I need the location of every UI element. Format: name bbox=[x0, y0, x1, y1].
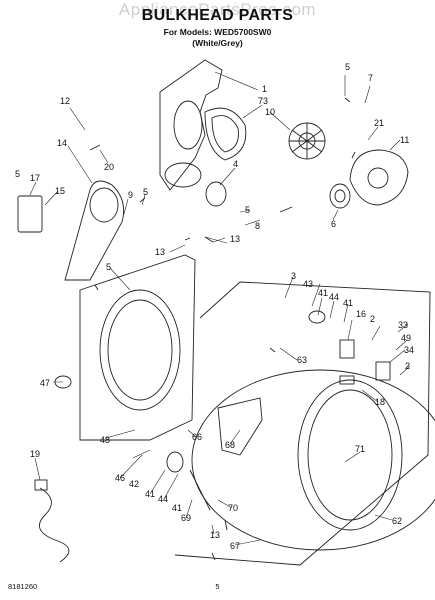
felt-seal bbox=[204, 107, 247, 161]
callout-46: 46 bbox=[115, 473, 125, 483]
cabinet-outline bbox=[174, 281, 431, 566]
roller bbox=[308, 310, 326, 324]
door-switch bbox=[339, 339, 355, 359]
callout-33: 33 bbox=[398, 320, 408, 330]
callout-13c: 13 bbox=[210, 530, 220, 540]
callout-62: 62 bbox=[392, 516, 402, 526]
callout-18: 18 bbox=[375, 397, 385, 407]
callout-67: 67 bbox=[230, 541, 240, 551]
drum bbox=[191, 369, 435, 551]
drum-baffle bbox=[217, 397, 263, 456]
callout-44b: 44 bbox=[158, 494, 168, 504]
thermal-fuse bbox=[17, 195, 43, 233]
doc-number: 8181260 bbox=[8, 582, 38, 591]
callout-69: 69 bbox=[181, 513, 191, 523]
callout-13: 13 bbox=[155, 247, 165, 257]
diagram-artwork bbox=[17, 59, 435, 566]
callout-41c: 41 bbox=[145, 489, 155, 499]
callout-43: 43 bbox=[303, 279, 313, 289]
callout-11: 11 bbox=[400, 135, 409, 145]
callout-3: 3 bbox=[291, 271, 296, 281]
callout-34: 34 bbox=[404, 345, 414, 355]
front-panel-opening bbox=[99, 289, 181, 411]
models-line: For Models: WED5700SW0 bbox=[163, 27, 272, 37]
exhaust-duct bbox=[64, 180, 125, 281]
callout-41d: 41 bbox=[172, 503, 182, 513]
callout-63: 63 bbox=[297, 355, 307, 365]
callout-73: 73 bbox=[258, 96, 268, 106]
callout-21: 21 bbox=[374, 118, 384, 128]
callout-5c: 5 bbox=[143, 187, 148, 197]
callout-8: 8 bbox=[255, 221, 260, 231]
callout-5: 5 bbox=[345, 62, 350, 72]
callout-6: 6 bbox=[331, 219, 336, 229]
callout-20: 20 bbox=[104, 162, 114, 172]
front-panel bbox=[79, 254, 196, 441]
tensioner bbox=[189, 469, 211, 511]
callout-2b: 2 bbox=[405, 361, 410, 371]
callout-2: 2 bbox=[370, 314, 375, 324]
power-cord bbox=[38, 487, 70, 563]
drum-opening bbox=[297, 379, 403, 531]
page-number: 5 bbox=[215, 582, 220, 591]
callout-41: 41 bbox=[318, 288, 328, 298]
callout-44: 44 bbox=[329, 292, 339, 302]
callout-66: 66 bbox=[192, 432, 202, 442]
callout-49: 49 bbox=[401, 333, 411, 343]
leader-lines bbox=[29, 71, 411, 546]
blower-seal bbox=[329, 183, 351, 209]
callout-labels: 1 73 10 5 7 21 11 12 20 14 17 5 15 9 5 4… bbox=[15, 62, 414, 551]
callout-14: 14 bbox=[57, 138, 67, 148]
callout-9: 9 bbox=[128, 190, 133, 200]
callout-68: 68 bbox=[225, 440, 235, 450]
callout-5e: 5 bbox=[106, 262, 111, 272]
callout-1: 1 bbox=[262, 84, 267, 94]
bulkhead-duct bbox=[164, 162, 202, 188]
watermark: AppliancePartsPros.com bbox=[118, 0, 317, 19]
callout-5b: 5 bbox=[15, 169, 20, 179]
duct-seal bbox=[205, 181, 227, 207]
callout-7: 7 bbox=[368, 73, 373, 83]
callout-47: 47 bbox=[40, 378, 50, 388]
callout-15: 15 bbox=[55, 186, 65, 196]
callout-42: 42 bbox=[129, 479, 139, 489]
callout-13b: 13 bbox=[230, 234, 240, 244]
page-title: BULKHEAD PARTS bbox=[141, 7, 294, 24]
callout-71: 71 bbox=[355, 444, 365, 454]
callout-17: 17 bbox=[30, 173, 40, 183]
callout-70: 70 bbox=[228, 503, 238, 513]
callout-48: 48 bbox=[100, 435, 110, 445]
callout-10: 10 bbox=[265, 107, 275, 117]
callout-16: 16 bbox=[356, 309, 366, 319]
color-note: (White/Grey) bbox=[192, 38, 243, 48]
callout-12: 12 bbox=[60, 96, 70, 106]
callout-4: 4 bbox=[233, 159, 238, 169]
callout-5d: 5 bbox=[245, 205, 250, 215]
screws bbox=[89, 97, 356, 561]
callout-41b: 41 bbox=[343, 298, 353, 308]
bulkhead-opening bbox=[173, 100, 203, 150]
blower-housing bbox=[349, 149, 409, 206]
callout-19: 19 bbox=[30, 449, 40, 459]
